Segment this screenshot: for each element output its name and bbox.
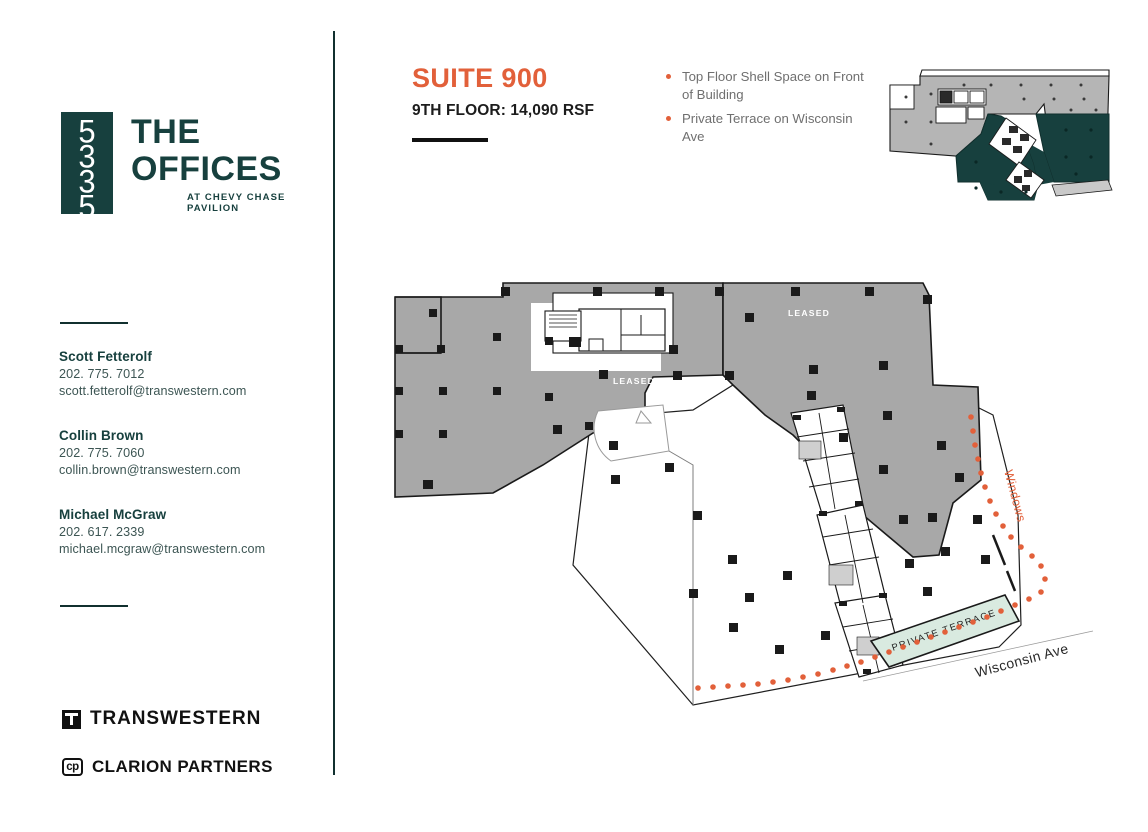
keymap-left-room [889, 84, 915, 110]
transwestern-mark-icon [62, 709, 81, 729]
lobby-stair-mark [635, 410, 653, 424]
feature-item: Top Floor Shell Space on Front of Buildi… [664, 68, 874, 103]
window-mullion-east [991, 534, 1017, 592]
contact-email[interactable]: scott.fetterolf@transwestern.com [59, 384, 247, 398]
page-subtitle: 9TH FLOOR: 14,090 RSF [412, 102, 595, 119]
contact-name: Collin Brown [59, 428, 144, 443]
page-title: SUITE 900 [412, 63, 548, 93]
logo-line-offices: OFFICES [131, 150, 282, 188]
core-door-marks [793, 407, 887, 674]
north-core-block [531, 292, 674, 371]
clarion-wordmark: CLARION PARTNERS [92, 757, 273, 776]
lobby-curve [593, 404, 670, 462]
contact-email[interactable]: collin.brown@transwestern.com [59, 463, 241, 477]
logo-line-the: THE [131, 113, 201, 151]
clarion-partners-logo: cp CLARION PARTNERS [62, 757, 273, 777]
logo-number-box: 5 3 3 5 [61, 112, 113, 223]
logo-digit-4: 5 [78, 188, 96, 225]
contact-phone[interactable]: 202. 617. 2339 [59, 525, 145, 539]
suite-header: SUITE 900 9TH FLOOR: 14,090 RSF [412, 63, 672, 142]
contact-card: Collin Brown 202. 775. 7060 collin.brown… [59, 427, 321, 479]
feature-item: Private Terrace on Wisconsin Ave [664, 110, 874, 145]
column-markers [395, 287, 990, 654]
logo-digit-3: 3 [78, 163, 96, 200]
keymap-svg [889, 69, 1113, 201]
contact-list: Scott Fetterolf 202. 775. 7012 scott.fet… [59, 348, 321, 585]
footer-logos: TRANSWESTERN cp CLARION PARTNERS [62, 708, 273, 804]
logo-digit-1: 5 [78, 113, 96, 150]
transwestern-logo: TRANSWESTERN [62, 708, 273, 730]
core-partitions [796, 412, 898, 674]
keymap-terrace [1051, 179, 1113, 197]
logo-wordmark: THE OFFICES AT CHEVY CHASE PAVILION [131, 114, 341, 214]
contact-phone[interactable]: 202. 775. 7060 [59, 446, 145, 460]
building-keymap [876, 52, 1126, 212]
logo-number-digits: 5 3 3 5 [61, 112, 113, 223]
divider-rule-top [60, 322, 128, 324]
contact-name: Scott Fetterolf [59, 349, 153, 364]
window-dots [695, 414, 1048, 691]
keymap-core-detail [1002, 126, 1032, 191]
interior-wall-line [668, 450, 694, 705]
contact-email[interactable]: michael.mcgraw@transwestern.com [59, 542, 266, 556]
keymap-elevator-bank [988, 117, 1045, 199]
brand-logo: 5 3 3 5 THE OFFICES AT CHEVY CHASE PAVIL… [61, 112, 284, 223]
keymap-columns-available [974, 128, 1093, 194]
clarion-mark-icon: cp [62, 758, 83, 776]
contact-card: Scott Fetterolf 202. 775. 7012 scott.fet… [59, 348, 321, 400]
contact-name: Michael McGraw [59, 507, 167, 522]
feature-list: Top Floor Shell Space on Front of Buildi… [664, 68, 874, 152]
leased-label-northeast: LEASED [788, 308, 830, 318]
keymap-core [935, 88, 987, 124]
keymap-top-band [919, 69, 1110, 77]
leased-label-west: LEASED [613, 376, 655, 386]
contact-card: Michael McGraw 202. 617. 2339 michael.mc… [59, 506, 321, 558]
logo-tagline: AT CHEVY CHASE PAVILION [187, 192, 286, 214]
sidebar: 5 3 3 5 THE OFFICES AT CHEVY CHASE PAVIL… [0, 0, 333, 832]
core-fixtures [798, 440, 880, 656]
vertical-divider [333, 31, 335, 775]
floorplan-svg: LEASED LEASED [394, 282, 1094, 706]
transwestern-wordmark: TRANSWESTERN [90, 708, 262, 729]
contact-phone[interactable]: 202. 775. 7012 [59, 367, 145, 381]
floorplan-diagram: LEASED LEASED [393, 265, 1133, 755]
street-edge-line [862, 630, 1094, 682]
divider-rule-bottom [60, 605, 128, 607]
title-underline [412, 138, 488, 142]
leased-area-northeast [722, 282, 982, 558]
logo-digit-2: 3 [78, 138, 96, 175]
main-content: SUITE 900 9TH FLOOR: 14,090 RSF Top Floo… [333, 0, 1148, 832]
keymap-columns-leased [904, 83, 1098, 146]
